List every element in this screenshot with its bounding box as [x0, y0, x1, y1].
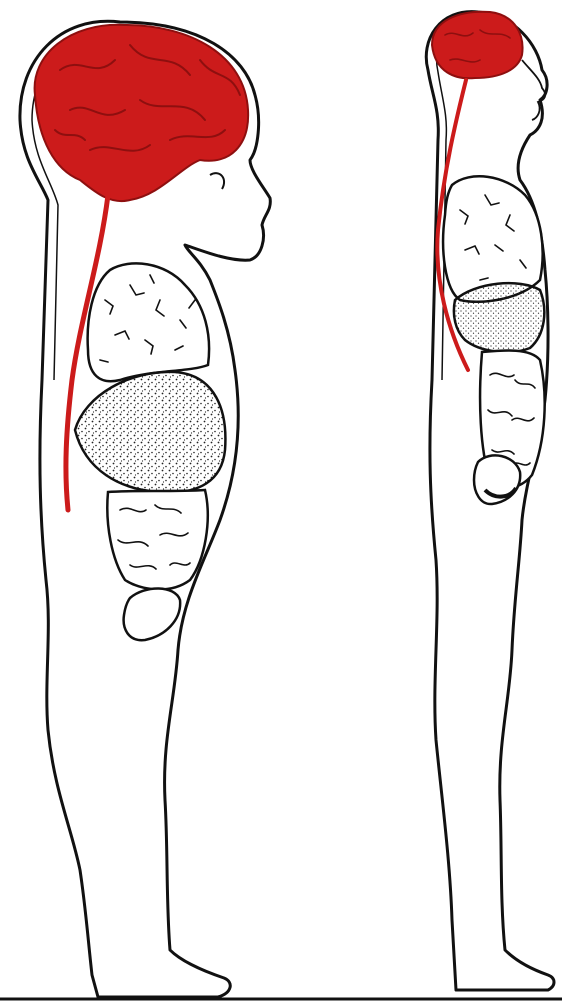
- adult-brain: [432, 12, 523, 79]
- child-figure: [20, 21, 270, 997]
- child-intestines: [107, 490, 207, 589]
- adult-figure: [426, 12, 554, 990]
- adult-liver: [454, 283, 544, 352]
